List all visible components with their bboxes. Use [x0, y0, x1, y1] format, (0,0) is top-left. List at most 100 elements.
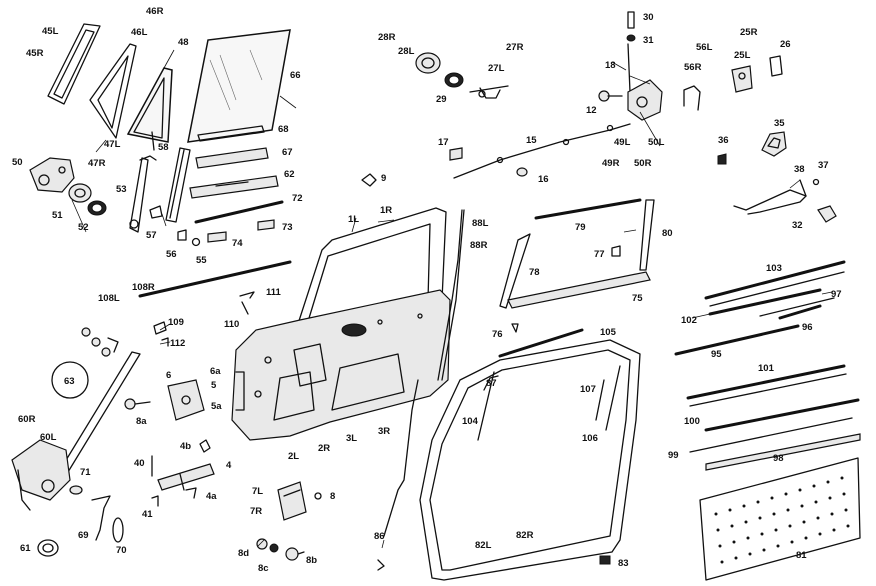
channel-78: [499, 233, 531, 309]
label-46L: 46L: [131, 27, 148, 38]
label-76: 76: [492, 329, 503, 340]
label-25R: 25R: [740, 27, 758, 38]
label-69: 69: [78, 530, 89, 541]
label-87: 87: [486, 378, 497, 389]
label-50L: 50L: [648, 137, 665, 148]
label-66: 66: [290, 70, 301, 81]
label-4b: 4b: [180, 441, 191, 452]
label-28R: 28R: [378, 32, 396, 43]
label-4a: 4a: [206, 491, 217, 502]
door-inner-panel-2-3: [231, 289, 451, 441]
label-67: 67: [282, 147, 293, 158]
label-18: 18: [605, 60, 616, 71]
label-30: 30: [643, 12, 654, 23]
label-8: 8: [330, 491, 335, 502]
clip-41: [151, 495, 159, 507]
label-1L: 1L: [348, 214, 359, 225]
label-5: 5: [211, 380, 217, 391]
strip-72: [194, 200, 284, 224]
label-6: 6: [166, 370, 171, 381]
lock-link-27: [469, 85, 509, 99]
label-46R: 46R: [146, 6, 164, 17]
label-79: 79: [575, 222, 586, 233]
seal-104: [477, 371, 495, 441]
washer-set-63: [51, 327, 119, 399]
label-8d: 8d: [238, 548, 249, 559]
label-81: 81: [796, 550, 807, 561]
label-49R: 49R: [602, 158, 620, 169]
glass-run-channel-58: [165, 147, 191, 223]
clip-83: [599, 555, 611, 565]
clip-17: [449, 147, 463, 161]
label-25L: 25L: [734, 50, 751, 61]
label-98: 98: [773, 453, 784, 464]
clip-36: [717, 153, 727, 165]
trim-107: [595, 379, 605, 421]
label-29: 29: [436, 94, 447, 105]
label-3R: 3R: [378, 426, 390, 437]
label-58: 58: [158, 142, 169, 153]
molding-100: [704, 398, 860, 432]
clip-part: [151, 131, 155, 151]
clip-112: [161, 337, 169, 347]
label-28L: 28L: [398, 46, 415, 57]
label-96: 96: [802, 322, 813, 333]
molding-101: [686, 364, 846, 400]
molding-95: [674, 324, 800, 356]
clip-109: [153, 321, 167, 335]
door-handle-32: [733, 189, 837, 223]
clip-73: [257, 219, 275, 231]
strip-98: [705, 433, 861, 471]
label-108L: 108L: [98, 293, 120, 304]
lock-cylinder-28: [415, 52, 441, 74]
label-17: 17: [438, 137, 449, 148]
label-47L: 47L: [104, 139, 121, 150]
clip-4b: [199, 439, 211, 453]
label-75: 75: [632, 293, 643, 304]
label-56R: 56R: [684, 62, 702, 73]
trim-75: [507, 271, 651, 309]
spring-61: [37, 539, 59, 557]
label-63: 63: [64, 376, 75, 387]
label-77: 77: [594, 249, 605, 260]
remote-control-6: [167, 379, 205, 421]
label-31: 31: [643, 35, 654, 46]
label-53: 53: [116, 184, 127, 195]
label-47R: 47R: [88, 158, 106, 169]
insulation-pad-81: [699, 457, 861, 581]
label-27R: 27R: [506, 42, 524, 53]
clip-77: [611, 245, 621, 257]
weatherstrip-88: [437, 209, 463, 381]
label-36: 36: [718, 135, 729, 146]
label-26: 26: [780, 39, 791, 50]
label-104: 104: [462, 416, 479, 427]
label-112: 112: [170, 338, 185, 349]
label-56: 56: [166, 249, 177, 260]
clip-9: [361, 173, 377, 187]
label-45L: 45L: [42, 26, 59, 37]
clip-74: [207, 231, 227, 243]
label-60R: 60R: [18, 414, 36, 425]
label-45R: 45R: [26, 48, 44, 59]
label-2L: 2L: [288, 451, 299, 462]
label-62: 62: [284, 169, 295, 180]
label-40: 40: [134, 458, 145, 469]
fastener-set-8bcd: [256, 538, 305, 561]
label-37: 37: [818, 160, 829, 171]
inside-handle-4: [157, 463, 215, 491]
label-7L: 7L: [252, 486, 263, 497]
window-regulator-60: [11, 351, 141, 511]
label-60L: 60L: [40, 432, 57, 443]
washer-31: [626, 34, 636, 42]
label-80: 80: [662, 228, 673, 239]
rod-18: [627, 43, 631, 93]
seal-105: [498, 328, 584, 358]
door-latch-50L: [627, 79, 663, 121]
clip-86: [377, 559, 385, 571]
leader-48: [163, 49, 175, 69]
stop-56: [683, 85, 701, 111]
handle-knob-51: [68, 183, 92, 203]
label-2R: 2R: [318, 443, 330, 454]
channel-80: [639, 199, 655, 271]
